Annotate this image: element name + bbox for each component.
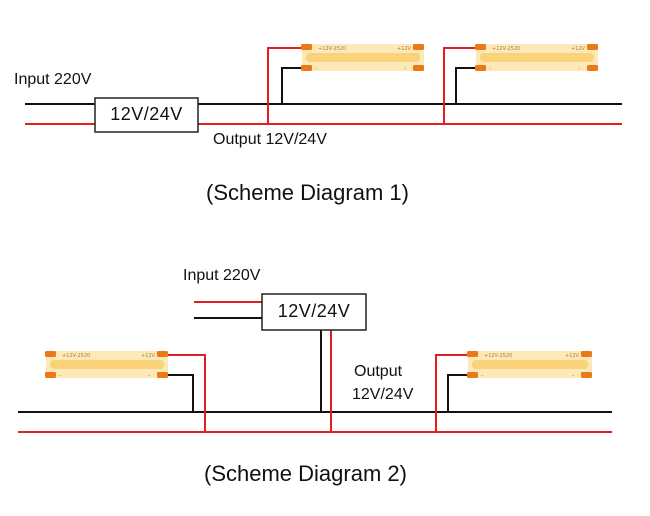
scheme2-strip2-negative-lead bbox=[447, 374, 470, 412]
scheme2-input-label: Input 220V bbox=[183, 267, 261, 284]
scheme1-input-label: Input 220V bbox=[14, 71, 92, 88]
scheme1-output-label: Output 12V/24V bbox=[213, 131, 327, 148]
scheme1-led-strip-2: +12V-2520 +12V – – bbox=[475, 44, 598, 72]
scheme1-driver-box bbox=[94, 97, 199, 133]
strip-minus-left: – bbox=[315, 66, 318, 72]
strip-minus-right: – bbox=[148, 373, 151, 379]
scheme1-caption: (Scheme Diagram 1) bbox=[206, 180, 409, 205]
scheme1-strip2-positive-lead bbox=[443, 47, 478, 124]
scheme2-led-strip-1: +12V-2520 +12V – – bbox=[45, 351, 168, 379]
strip-minus-left: – bbox=[59, 373, 62, 379]
strip-marking-left: +12V-2520 bbox=[318, 46, 346, 52]
scheme2-output-label-line1: Output bbox=[354, 363, 403, 380]
scheme2-led-strip-2: +12V-2520 +12V – – bbox=[467, 351, 592, 379]
scheme1-wiring bbox=[25, 47, 622, 125]
scheme2-output-label-line2: 12V/24V bbox=[352, 386, 414, 403]
scheme2-strip2-positive-lead bbox=[435, 354, 470, 432]
strip-minus-left: – bbox=[481, 373, 484, 379]
scheme2-driver-label: 12V/24V bbox=[277, 301, 351, 321]
scheme2-driver-box bbox=[261, 293, 367, 331]
scheme2-strip1-negative-lead bbox=[168, 374, 194, 412]
strip-marking-right: +12V bbox=[565, 353, 580, 359]
strip-marking-left: +12V-2520 bbox=[492, 46, 520, 52]
strip-minus-right: – bbox=[404, 66, 407, 72]
strip-marking-left: +12V-2520 bbox=[484, 353, 512, 359]
scheme1-strip1-positive-lead bbox=[267, 47, 304, 124]
scheme1-strip2-negative-lead bbox=[455, 67, 478, 104]
strip-marking-left: +12V-2520 bbox=[62, 353, 90, 359]
strip-marking-right: +12V bbox=[397, 46, 412, 52]
scheme1-driver-label: 12V/24V bbox=[110, 104, 183, 124]
scheme2-caption: (Scheme Diagram 2) bbox=[204, 461, 407, 486]
strip-minus-right: – bbox=[572, 373, 575, 379]
scheme1-led-strip-1: +12V-2520 +12V – – bbox=[301, 44, 424, 72]
strip-marking-right: +12V bbox=[141, 353, 156, 359]
strip-minus-left: – bbox=[489, 66, 492, 72]
scheme2-wiring bbox=[18, 301, 612, 433]
scheme1-strip1-negative-lead bbox=[281, 67, 304, 104]
strip-marking-right: +12V bbox=[571, 46, 586, 52]
scheme2-strip1-positive-lead bbox=[168, 354, 206, 432]
strip-minus-right: – bbox=[578, 66, 581, 72]
